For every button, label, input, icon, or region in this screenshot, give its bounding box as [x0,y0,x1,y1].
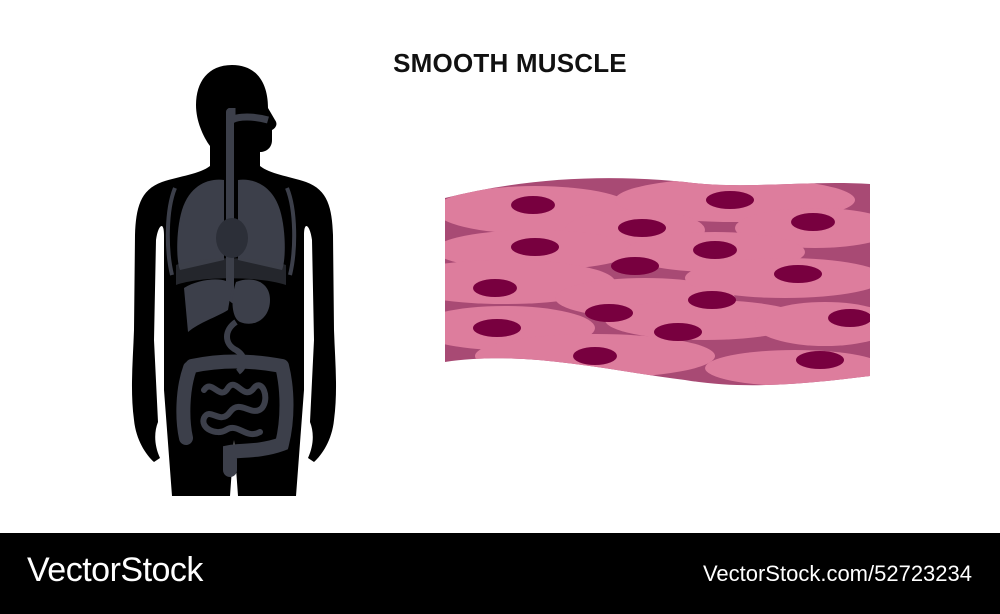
human-body-figure [120,60,350,500]
footer-bar: VectorStock VectorStock.com/52723234 [0,533,1000,614]
human-silhouette-icon [131,65,337,496]
page-title: SMOOTH MUSCLE [393,48,627,78]
brand-logo: VectorStock [27,551,203,589]
muscle-cells-icon [445,178,870,386]
smooth-muscle-tissue [445,170,870,390]
image-url: VectorStock.com/52723234 [702,561,972,586]
